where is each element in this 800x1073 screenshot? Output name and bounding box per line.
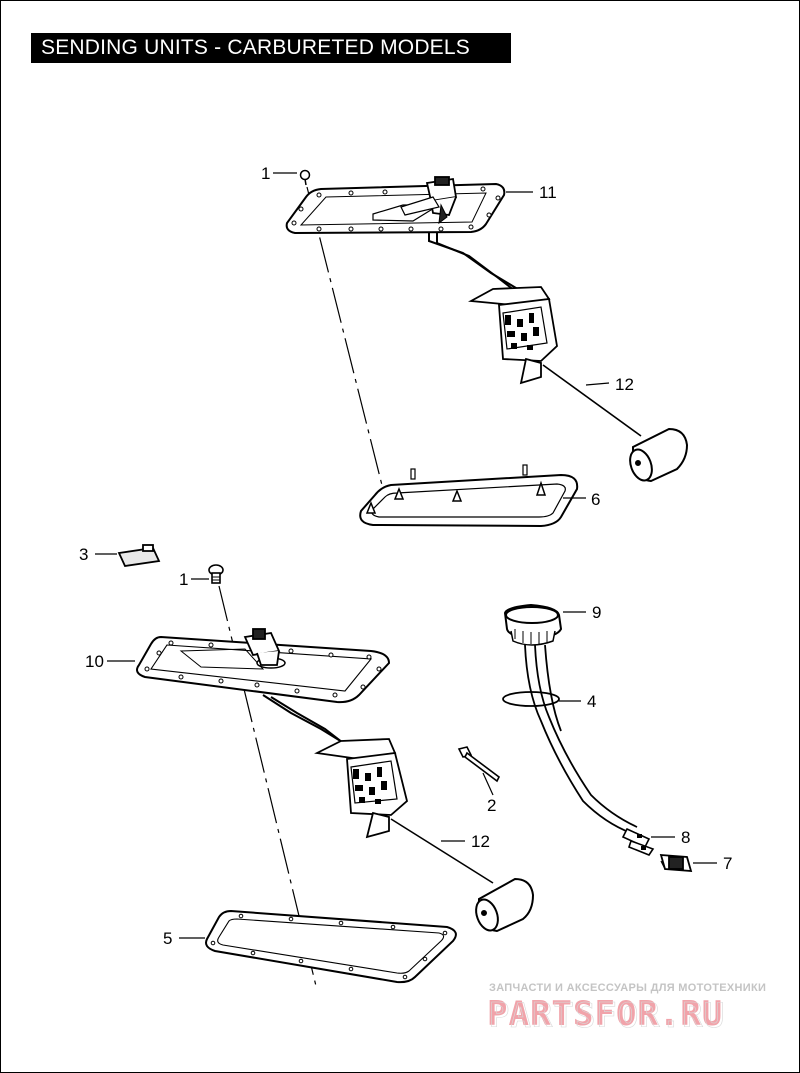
wire-connector xyxy=(659,854,693,872)
callout-4: 4 xyxy=(587,692,596,711)
plate-connector-lower xyxy=(243,628,281,666)
lower-screw xyxy=(208,564,224,584)
callout-10: 10 xyxy=(85,652,104,671)
clip-part xyxy=(117,544,161,567)
callout-1-upper: 1 xyxy=(261,164,270,183)
gauge-wire-harness xyxy=(524,644,638,834)
watermark-tagline: ЗАПЧАСТИ И АКСЕССУАРЫ ДЛЯ МОТОТЕХНИКИ xyxy=(489,982,766,994)
watermark-brand: PARTSFOR.RU xyxy=(487,994,723,1034)
fuel-sender-upper xyxy=(467,286,642,437)
alignment-lines xyxy=(218,186,394,987)
callout-5: 5 xyxy=(163,929,172,948)
callout-3: 3 xyxy=(79,545,88,564)
gasket-upper xyxy=(359,464,579,528)
callout-2: 2 xyxy=(487,796,496,815)
fuel-gauge xyxy=(503,603,563,646)
callout-11: 11 xyxy=(539,183,557,202)
mounting-plate-upper xyxy=(285,182,506,235)
callout-12-lower: 12 xyxy=(471,832,490,851)
wire-terminals xyxy=(621,827,655,856)
sender-tubes-upper xyxy=(428,233,524,298)
callout-6: 6 xyxy=(591,490,600,509)
callout-12-upper: 12 xyxy=(615,375,634,394)
float-lower xyxy=(475,877,535,933)
upper-screw xyxy=(299,169,311,186)
o-ring xyxy=(502,691,560,707)
callout-8: 8 xyxy=(681,828,690,847)
sender-tubes-lower xyxy=(262,694,352,750)
gasket-lower xyxy=(205,909,457,984)
callout-1-lower: 1 xyxy=(179,570,188,589)
callout-9: 9 xyxy=(592,603,601,622)
plate-connector-upper xyxy=(400,176,458,225)
cable-tie xyxy=(457,746,501,783)
watermark-brand-shadow: PARTSFOR.RU xyxy=(489,996,725,1036)
page-title: SENDING UNITS - CARBURETED MODELS xyxy=(31,33,511,63)
leader-lines xyxy=(95,172,717,939)
callout-7: 7 xyxy=(723,854,732,873)
float-upper xyxy=(629,427,689,483)
watermark: ЗАПЧАСТИ И АКСЕССУАРЫ ДЛЯ МОТОТЕХНИКИ PA… xyxy=(487,982,766,1036)
callout-labels: 1 11 12 6 3 1 9 10 4 2 12 8 7 5 xyxy=(79,164,732,948)
fuel-sender-lower xyxy=(314,738,494,884)
